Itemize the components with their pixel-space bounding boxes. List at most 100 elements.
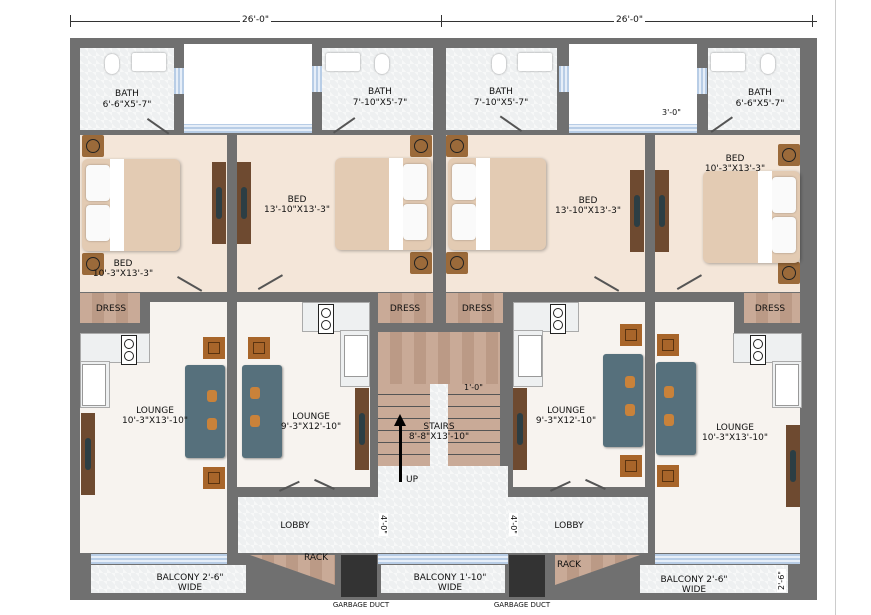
kitchen-counter: [302, 302, 370, 332]
side-table-icon: [248, 337, 270, 359]
tv-unit-icon: [513, 388, 527, 470]
side-table-icon: [657, 334, 679, 356]
balcony-left-name: BALCONY 2'-6": [156, 573, 224, 583]
window: [655, 554, 800, 564]
bath-center-right-size: 7'-10"X5'-7": [473, 98, 529, 108]
window: [378, 554, 508, 564]
sofa-icon: [656, 362, 696, 455]
bedroom-center-right: [446, 135, 645, 292]
lounge-left-upper: [150, 302, 227, 333]
bed-right-name: BED: [725, 154, 745, 164]
stove-icon: [121, 335, 137, 365]
balcony-center: [381, 565, 505, 593]
bath-center-left: [322, 48, 433, 130]
nightstand-icon: [446, 135, 468, 157]
bedroom-left: [80, 135, 227, 292]
open-court-left: [184, 44, 312, 124]
bed-icon: [703, 171, 800, 263]
stove-icon: [550, 304, 566, 334]
bath-left: [80, 48, 174, 130]
dress-right: [744, 293, 800, 323]
stove-icon: [750, 335, 766, 365]
window: [184, 124, 312, 133]
dimension-tick: [812, 15, 813, 27]
kitchen-counter: [513, 302, 579, 332]
bedroom-center-left: [237, 135, 433, 292]
bath-right-name: BATH: [748, 88, 772, 98]
arrow-head-icon: [394, 414, 406, 426]
lobby-left-label: LOBBY: [280, 521, 310, 531]
balcony-right: [640, 565, 788, 593]
dress-left: [80, 293, 140, 323]
balcony-center-name: BALCONY 1'-10": [413, 573, 487, 583]
stairs-direction: UP: [405, 475, 419, 485]
garbage-duct-right-label: GARBAGE DUCT: [493, 601, 551, 609]
bed-center-left-size: 13'-10"X13'-3": [264, 205, 330, 215]
tv-unit-icon: [81, 413, 95, 495]
stove-icon: [318, 304, 334, 334]
side-table-icon: [620, 455, 642, 477]
sofa-icon: [242, 365, 282, 458]
window: [174, 68, 184, 94]
stairs-size: 8'-8"X13'-10": [408, 432, 470, 442]
wardrobe-icon: [630, 170, 644, 252]
toilet-icon: [492, 54, 506, 74]
lounge-center-left-size: 9'-3"X12'-10": [280, 422, 342, 432]
bed-center-right-name: BED: [578, 196, 598, 206]
dress-center-right: [446, 293, 503, 323]
bed-icon: [82, 159, 180, 251]
lobby-right-label: LOBBY: [554, 521, 584, 531]
lounge-left-size: 10'-3"X13'-10": [122, 416, 188, 426]
dimension-line: [70, 21, 817, 22]
bath-left-size: 6'-6"X5'-7": [102, 100, 152, 110]
toilet-icon: [375, 54, 389, 74]
dimension-tick: [441, 15, 442, 27]
balcony-left: [91, 565, 246, 593]
bed-left-size: 10'-3"X13'-3": [92, 269, 154, 279]
dress-right-label: DRESS: [754, 304, 786, 314]
window: [312, 66, 322, 92]
dress-center-left: [378, 293, 433, 323]
window: [569, 124, 697, 133]
bath-left-name: BATH: [115, 89, 139, 99]
balcony-left-sub: WIDE: [177, 583, 203, 593]
kitchen-counter: [80, 333, 150, 363]
bedroom-right: [655, 135, 800, 292]
basin-icon: [326, 53, 360, 71]
garbage-duct-left: [341, 555, 377, 597]
bed-right-size: 10'-3"X13'-3": [704, 164, 766, 174]
nightstand-icon: [410, 135, 432, 157]
dress-center-left-label: DRESS: [389, 304, 421, 314]
toilet-icon: [761, 54, 775, 74]
balcony-depth-dimension: 2'-6": [776, 569, 786, 592]
sink-icon: [344, 335, 368, 377]
wardrobe-icon: [237, 162, 251, 244]
window: [91, 554, 227, 564]
lobby-left: [238, 497, 378, 553]
bed-center-left-name: BED: [287, 195, 307, 205]
stair-landing-mid: [378, 332, 500, 384]
tv-unit-icon: [786, 425, 800, 507]
garbage-duct-right: [509, 555, 545, 597]
nightstand-icon: [446, 252, 468, 274]
balcony-center-sub: WIDE: [437, 583, 463, 593]
sink-icon: [775, 364, 799, 406]
lounge-left-name: LOUNGE: [136, 406, 174, 416]
toilet-icon: [105, 54, 119, 74]
dimension-tick: [70, 15, 71, 27]
lounge-right-name: LOUNGE: [716, 423, 754, 433]
side-table-icon: [620, 324, 642, 346]
lobby-left-dimension: 4'-0": [378, 513, 388, 536]
window: [697, 68, 707, 94]
basin-icon: [518, 53, 552, 71]
lounge-center-right-size: 9'-3"X12'-10": [535, 416, 597, 426]
basin-icon: [711, 53, 745, 71]
width-left-dimension: 26'-0": [240, 15, 272, 25]
garbage-duct-left-label: GARBAGE DUCT: [332, 601, 390, 609]
lounge-center-left-name: LOUNGE: [292, 412, 330, 422]
bath-center-left-name: BATH: [368, 87, 392, 97]
lobby-right-dimension: 4'-0": [508, 513, 518, 536]
side-table-icon: [203, 467, 225, 489]
window: [559, 66, 569, 92]
rack-left-label: RACK: [303, 553, 329, 563]
